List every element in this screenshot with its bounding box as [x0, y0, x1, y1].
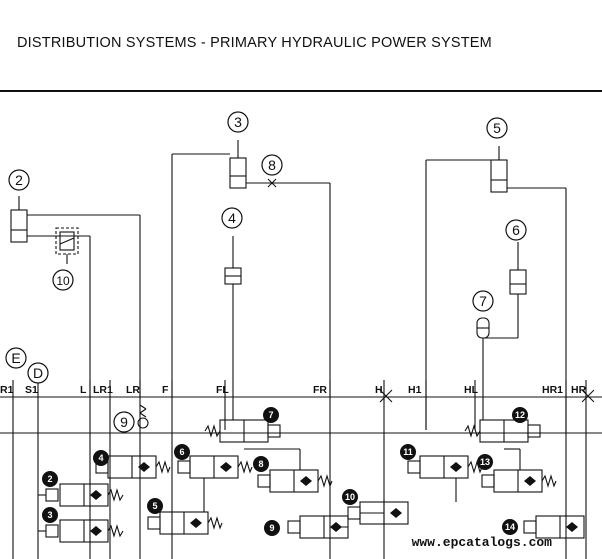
- port-f-label: F: [162, 384, 169, 396]
- valve-6-badge: [174, 444, 190, 460]
- valve-11-label: 11: [403, 447, 413, 457]
- callout-E-circle: [5, 347, 27, 369]
- valve-8-label: 8: [258, 459, 263, 469]
- callout-9-label: 9: [120, 414, 128, 430]
- valve-13-label: 13: [480, 457, 490, 467]
- callout-2-label: 2: [15, 172, 23, 188]
- callout-5-circle: [486, 117, 508, 139]
- cylinder-4: [224, 236, 242, 420]
- callout-D-label: D: [33, 365, 43, 381]
- valve-3-label: 3: [47, 510, 52, 520]
- port-s1-label: S1: [25, 384, 38, 396]
- callout-D-circle: [27, 362, 49, 384]
- port-lr1-label: LR1: [93, 384, 113, 396]
- valve-5-label: 5: [152, 501, 157, 511]
- port-fl-label: FL: [216, 384, 229, 396]
- valve-4-badge: [93, 450, 109, 466]
- callout-8-circle: [261, 154, 283, 176]
- valve-5-badge: [147, 498, 163, 514]
- callout-10-label: 10: [56, 274, 70, 288]
- callout-4-circle: [221, 207, 243, 229]
- valve-13-badge: [477, 454, 493, 470]
- valve-14-badge: [502, 519, 518, 535]
- bus-lines: [0, 396, 602, 434]
- valve-dividers: [83, 420, 561, 542]
- port-hl-label: HL: [464, 384, 479, 396]
- cylinder-5: [425, 146, 567, 433]
- cylinder-2: [10, 196, 141, 397]
- port-hr-label: HR: [571, 384, 587, 396]
- valve-springs: [107, 424, 557, 538]
- valve-7-badge: [263, 407, 279, 423]
- relief-valve-10: [55, 227, 79, 264]
- callout-E-label: E: [11, 350, 20, 366]
- valve-4-label: 4: [98, 453, 103, 463]
- valve-check-marks: [90, 462, 578, 536]
- port-h1-label: H1: [408, 384, 422, 396]
- callout-7-label: 7: [479, 293, 487, 309]
- port-fr-label: FR: [313, 384, 327, 396]
- port-r1-label: R1: [0, 384, 14, 396]
- valve-10-label: 10: [345, 492, 355, 502]
- valve-2-badge: [42, 471, 58, 487]
- valve-12-badge: [512, 407, 528, 423]
- watermark-text: www.epcatalogs.com: [411, 535, 552, 550]
- valve-7-label: 7: [268, 410, 273, 420]
- valve-6-label: 6: [179, 447, 184, 457]
- callout-4-label: 4: [228, 210, 236, 226]
- cylinder-3: [171, 140, 331, 397]
- callout-6-label: 6: [512, 222, 520, 238]
- header-rule: [0, 90, 602, 92]
- valve-2-label: 2: [47, 474, 52, 484]
- cylinder-6: [483, 242, 527, 339]
- callout-3-circle: [227, 111, 249, 133]
- valve-9-badge: [264, 520, 280, 536]
- valve-10-badge: [342, 489, 358, 505]
- check-valve-9: [137, 404, 149, 429]
- callout-2-circle: [8, 169, 30, 191]
- valve-3-badge: [42, 507, 58, 523]
- valve-9-label: 9: [269, 523, 274, 533]
- valve-14-label: 14: [505, 522, 515, 532]
- callout-9-circle: [113, 411, 135, 433]
- valve-11-badge: [400, 444, 416, 460]
- line-crosses: [379, 389, 595, 403]
- callout-6-circle: [505, 219, 527, 241]
- valve-8-badge: [253, 456, 269, 472]
- port-hr1-label: HR1: [542, 384, 563, 396]
- accumulator-7: [476, 317, 490, 420]
- port-h-label: H: [375, 384, 383, 396]
- callout-10-circle: [52, 269, 74, 291]
- port-lr-label: LR: [126, 384, 140, 396]
- page-title: DISTRIBUTION SYSTEMS - PRIMARY HYDRAULIC…: [17, 35, 492, 51]
- valve-solenoids: [45, 424, 541, 538]
- callout-5-label: 5: [493, 120, 501, 136]
- valve-12-label: 12: [515, 410, 525, 420]
- port-l-label: L: [80, 384, 87, 396]
- callout-8-label: 8: [268, 157, 276, 173]
- callout-7-circle: [472, 290, 494, 312]
- callout-3-label: 3: [234, 114, 242, 130]
